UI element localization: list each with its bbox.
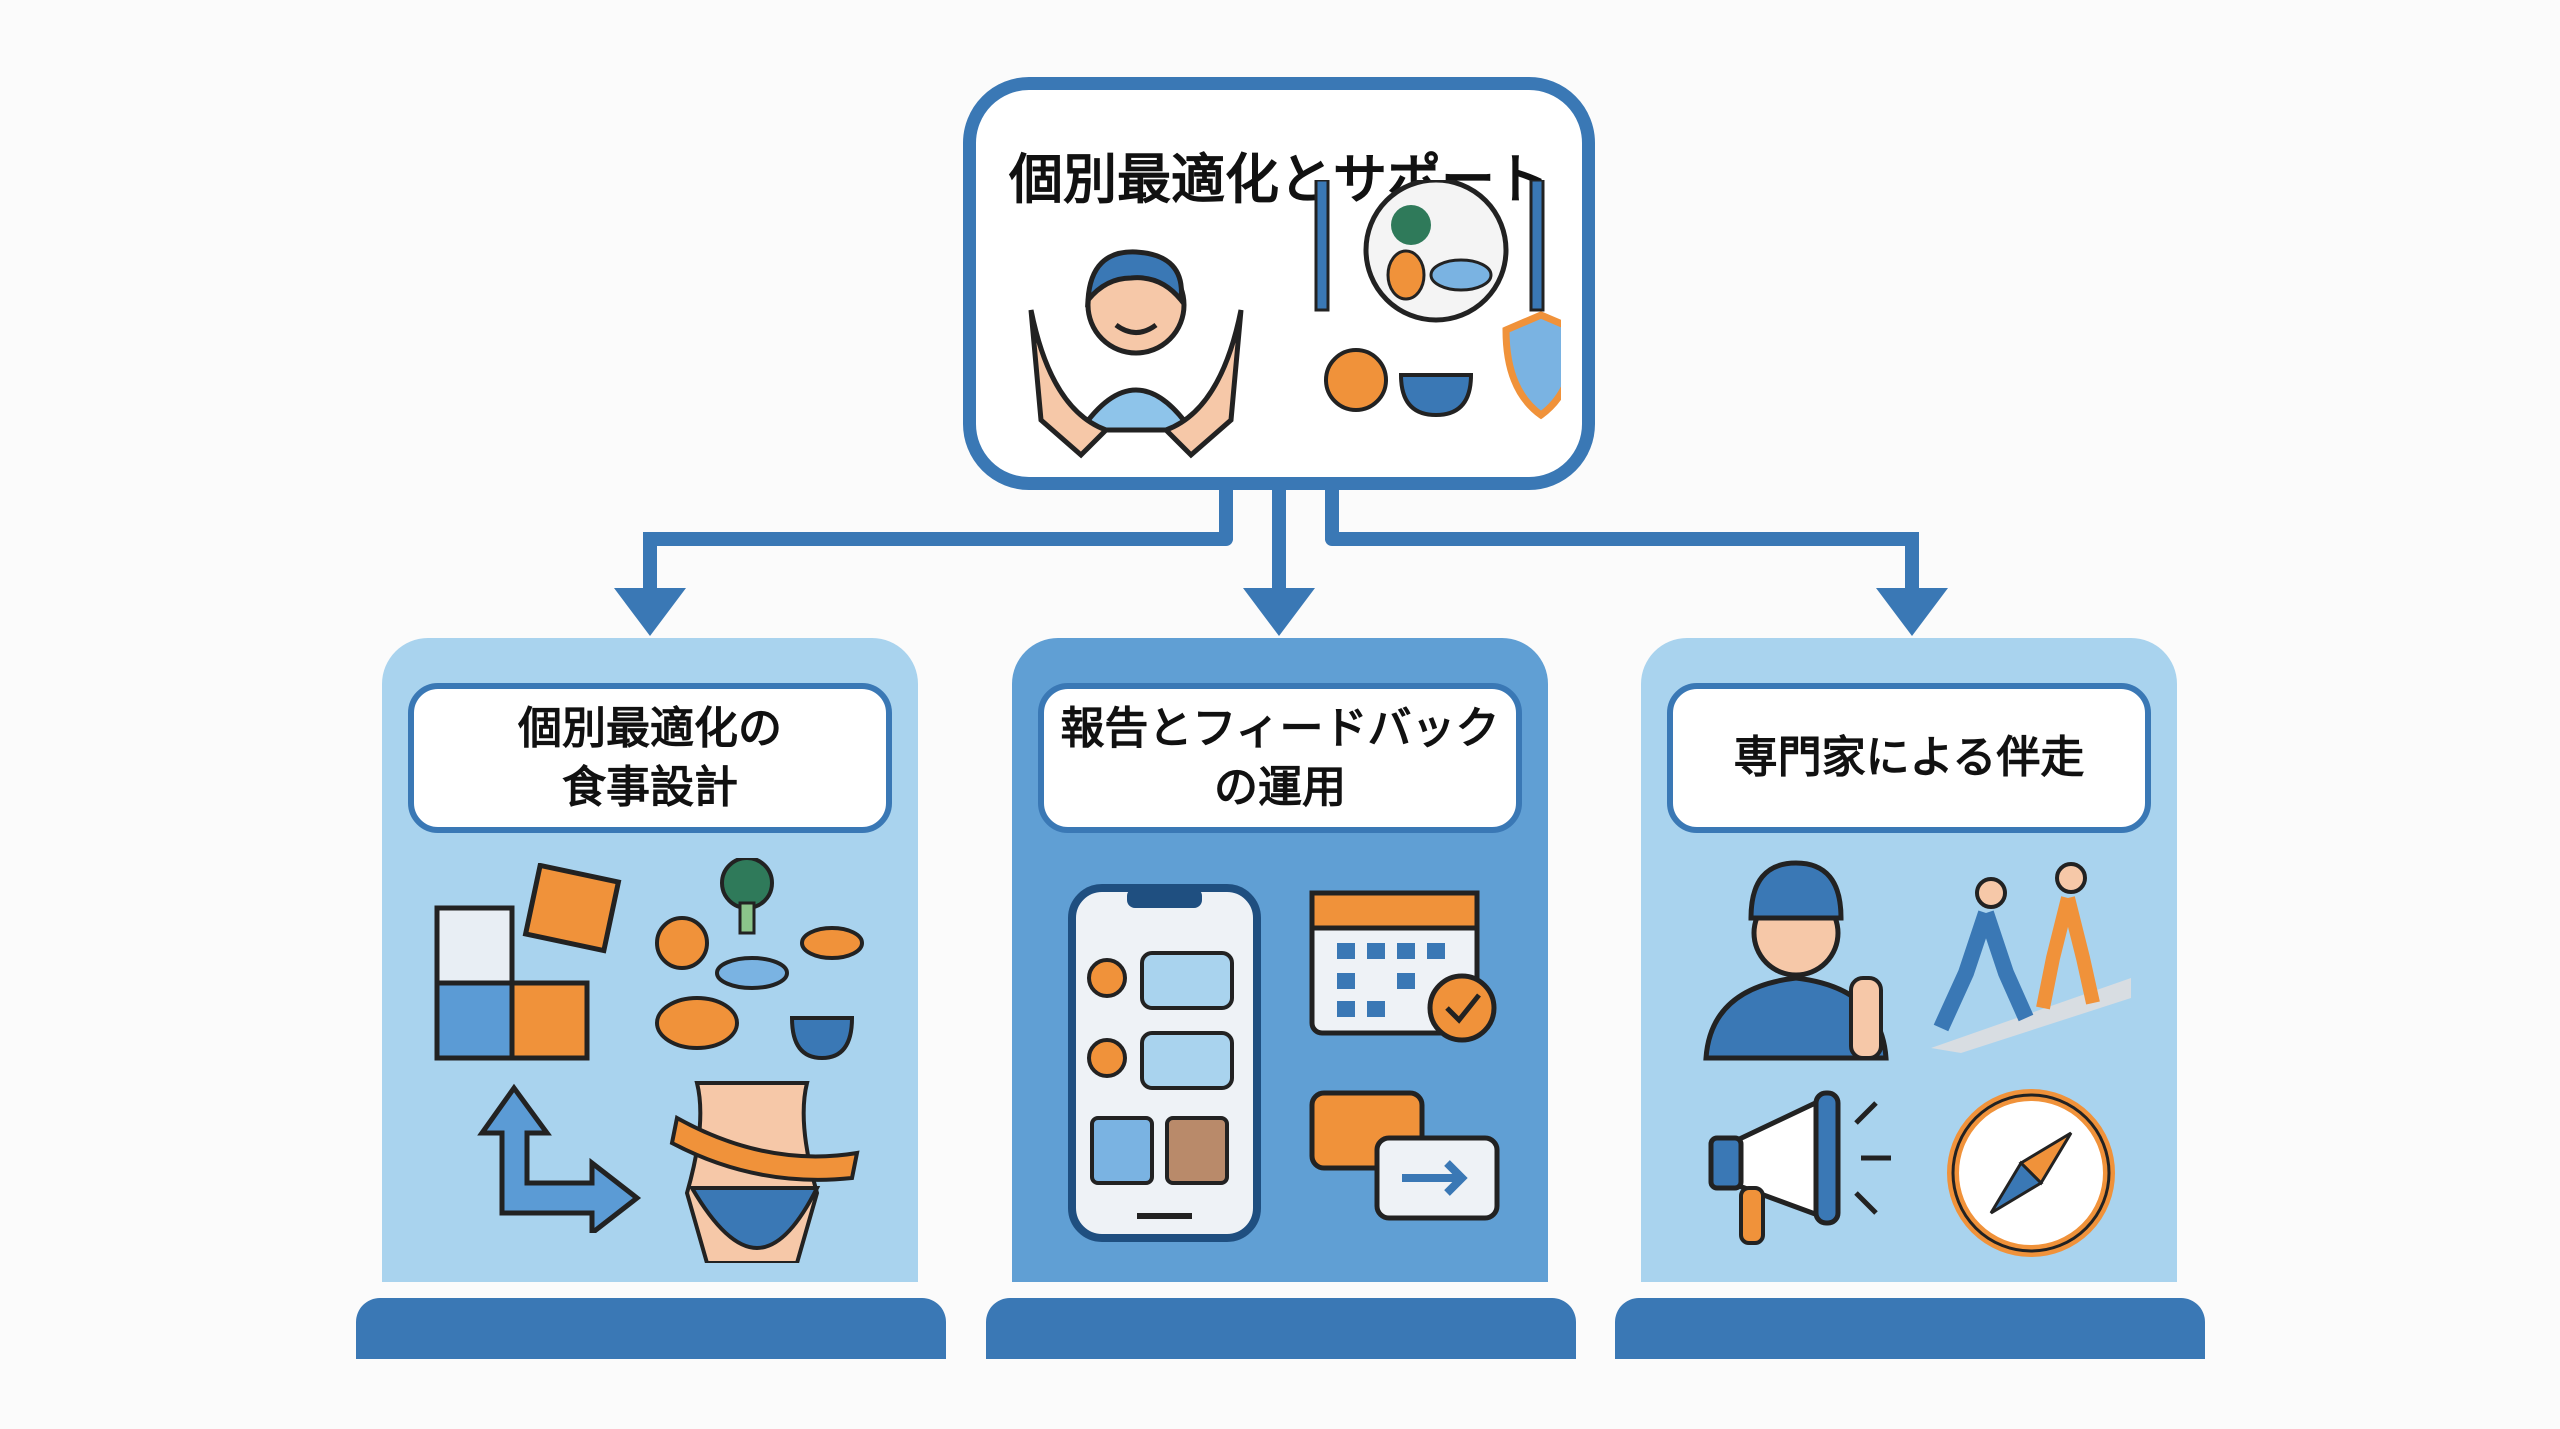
connector-drop-left — [643, 532, 657, 592]
direction-arrow-icon — [477, 1083, 642, 1233]
panel-report-feedback: 報告とフィードバック の運用 — [1012, 638, 1548, 1282]
panel-title-line: 専門家による伴走 — [1733, 732, 2085, 784]
arrow-down-icon — [1876, 588, 1948, 636]
compass-icon — [1947, 1089, 2115, 1257]
panel-title: 個別最適化の 食事設計 — [408, 683, 892, 833]
calendar-check-icon — [1309, 890, 1497, 1043]
exchange-arrows-icon — [1309, 1090, 1500, 1221]
connector-stem-center — [1272, 490, 1286, 590]
panel-title-line: 食事設計 — [562, 762, 738, 813]
panel-title-line: 個別最適化の — [518, 702, 782, 754]
coach-icon — [1703, 860, 1889, 1061]
food-set-icon — [1314, 180, 1561, 420]
panel-title: 専門家による伴走 — [1667, 683, 2151, 833]
pedestal-left — [356, 1298, 946, 1359]
panel-expert-support: 専門家による伴走 — [1641, 638, 2177, 1282]
top-card: 個別最適化とサポート — [963, 77, 1595, 490]
connector-horizontal-right — [1325, 532, 1919, 546]
panel-title: 報告とフィードバック の運用 — [1038, 683, 1522, 833]
connector-stem-right — [1325, 490, 1339, 540]
pedestal-center — [986, 1298, 1576, 1359]
smartphone-chat-icon — [1068, 884, 1261, 1242]
pedestal-right — [1615, 1298, 2205, 1359]
panel-title-line: の運用 — [1214, 762, 1346, 813]
arrow-down-icon — [1243, 588, 1315, 636]
panel-meal-design: 個別最適化の 食事設計 — [382, 638, 918, 1282]
puzzle-icon — [434, 863, 622, 1061]
waist-measure-icon — [669, 1081, 860, 1263]
food-variety-icon — [655, 858, 864, 1061]
connector-stem-left — [1219, 490, 1233, 540]
caring-hands-person-icon — [1028, 249, 1244, 459]
megaphone-icon — [1708, 1090, 1891, 1245]
walking-people-icon — [1931, 862, 2131, 1053]
arrow-down-icon — [614, 588, 686, 636]
connector-horizontal-left — [643, 532, 1233, 546]
connector-drop-right — [1905, 532, 1919, 592]
panel-title-line: 報告とフィードバック — [1060, 702, 1500, 754]
